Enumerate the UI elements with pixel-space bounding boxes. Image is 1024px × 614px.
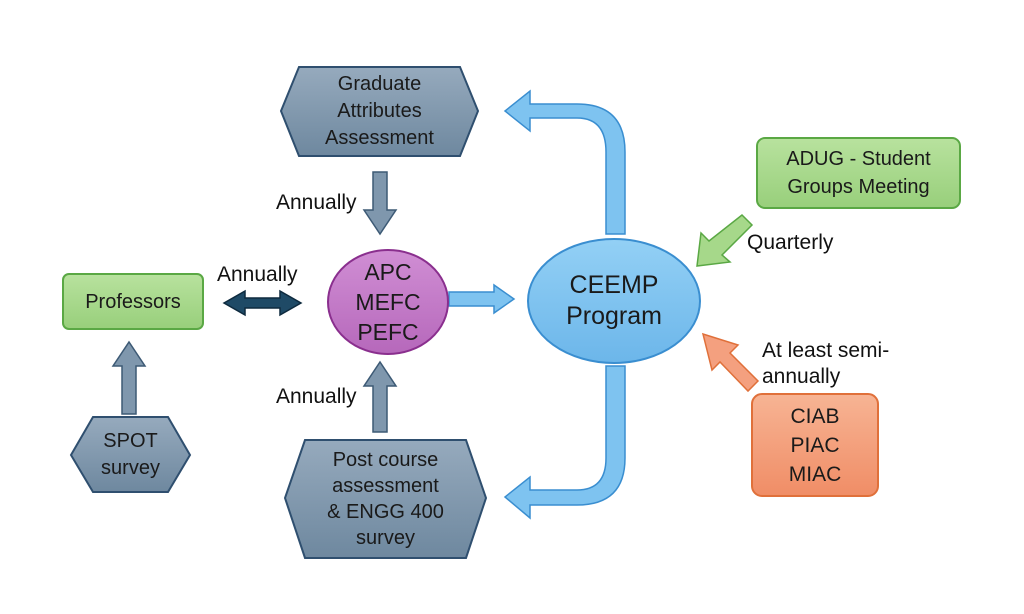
node-advisory-boards bbox=[751, 393, 879, 497]
label-annually-graduate: Annually bbox=[276, 191, 357, 214]
arrow-program-to-graduate bbox=[503, 89, 626, 235]
committees-text: APC MEFC PEFC bbox=[355, 259, 421, 345]
node-spot-survey bbox=[69, 416, 192, 493]
label-annually-professors: Annually bbox=[217, 263, 298, 286]
node-committees bbox=[327, 249, 449, 355]
node-graduate-attributes bbox=[279, 66, 480, 157]
arrow-graduate-to-committees bbox=[362, 171, 398, 236]
arrow-adug-to-program bbox=[696, 213, 754, 267]
arrow-committees-to-program bbox=[448, 283, 516, 315]
arrow-program-to-postcourse bbox=[503, 365, 626, 520]
node-professors bbox=[62, 273, 204, 330]
ceemp-program-text: CEEMP Program bbox=[566, 271, 662, 330]
node-ceemp-program bbox=[527, 238, 701, 364]
label-semi-annually-line1: At least semi- bbox=[762, 339, 890, 362]
arrow-spot-to-professors bbox=[111, 340, 147, 415]
spot-survey-text: SPOT survey bbox=[101, 429, 160, 479]
post-course-text: Post course assessment & ENGG 400 survey bbox=[327, 449, 444, 549]
professors-text: Professors bbox=[85, 290, 181, 313]
label-semi-annually-line2: annually bbox=[762, 365, 841, 388]
arrow-professors-committees bbox=[222, 289, 303, 317]
node-adug-meeting bbox=[756, 137, 961, 209]
label-annually-postcourse: Annually bbox=[276, 385, 357, 408]
arrow-postcourse-to-committees bbox=[362, 360, 398, 433]
graduate-attributes-text: Graduate Attributes Assessment bbox=[325, 73, 434, 149]
label-quarterly: Quarterly bbox=[747, 231, 834, 254]
node-post-course bbox=[283, 439, 488, 559]
advisory-boards-text: CIAB PIAC MIAC bbox=[788, 404, 842, 486]
arrow-advisory-to-program bbox=[701, 332, 760, 393]
adug-meeting-text: ADUG - Student Groups Meeting bbox=[786, 148, 931, 198]
